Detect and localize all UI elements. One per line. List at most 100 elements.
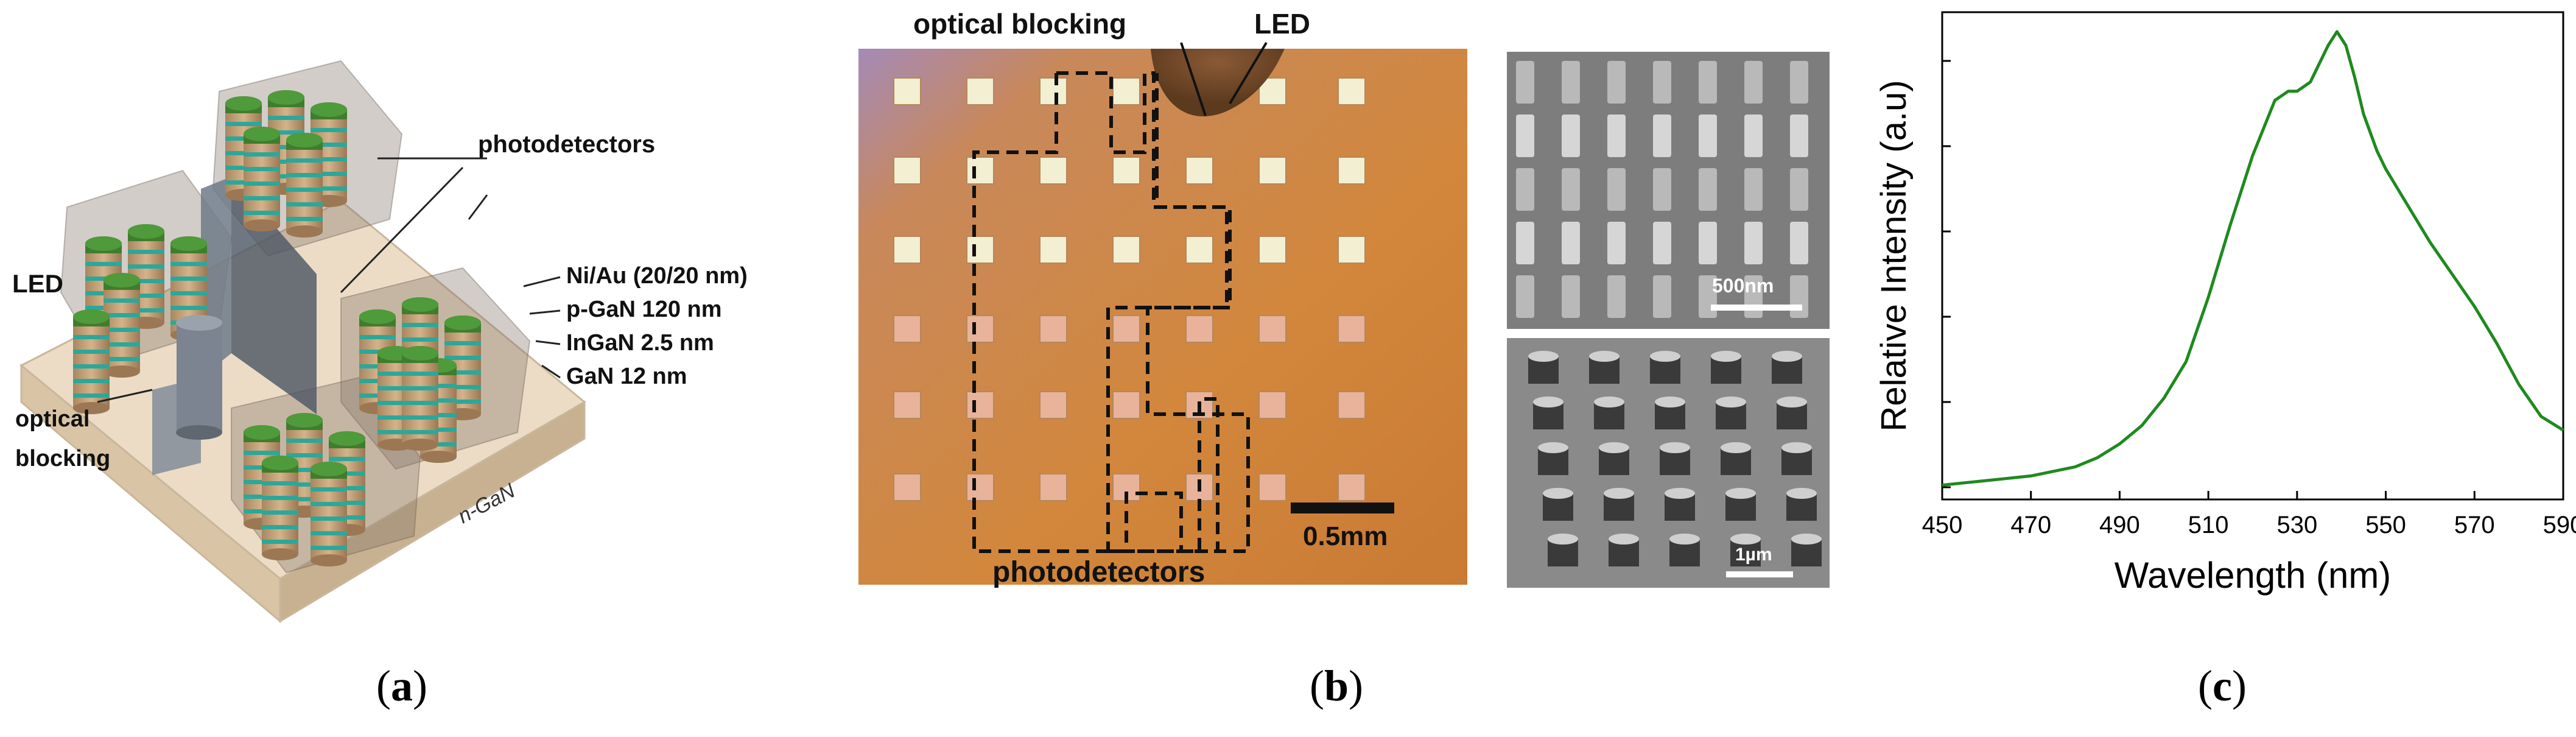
sem-nanowire (1699, 222, 1717, 264)
contact-pad (966, 391, 994, 419)
x-axis-label: Wavelength (nm) (2114, 555, 2392, 596)
contact-pad (1338, 473, 1366, 501)
contact-pad (1338, 157, 1366, 185)
contact-pad (893, 77, 921, 105)
contact-pad (1039, 391, 1067, 419)
scale-bar-main (1291, 503, 1394, 513)
contact-pad (966, 236, 994, 264)
sem-nanowire (1607, 222, 1626, 264)
sem-nanowire (1516, 61, 1534, 104)
sem-nanowire (1790, 222, 1808, 264)
leader-lines (97, 157, 561, 403)
contact-pad (1258, 157, 1286, 185)
caption-c: (c) (2198, 661, 2247, 710)
nanowire-pillars (73, 90, 481, 566)
sem-nanowire (1562, 168, 1580, 211)
sem-nanowire (1516, 222, 1534, 264)
x-tick-label: 590 (2543, 512, 2576, 538)
sem-nanowire (1653, 115, 1671, 157)
nanowire-pillar (311, 462, 347, 566)
contact-pad (1338, 391, 1366, 419)
blocking-label-a: blocking (15, 446, 110, 471)
ingan-label: InGaN 2.5 nm (566, 330, 714, 356)
contact-pad (1039, 236, 1067, 264)
photodetector-region-outline (972, 73, 1250, 553)
nanowire-pillar (244, 127, 280, 231)
contact-pad (893, 315, 921, 343)
led-label-b: LED (1254, 8, 1310, 40)
contact-pad (1039, 157, 1067, 185)
contact-pad (893, 236, 921, 264)
contact-pad (966, 157, 994, 185)
optical-micrograph: 0.5mm (858, 49, 1467, 585)
sem-nanowire (1744, 222, 1763, 264)
led-probe-tip (1151, 49, 1285, 117)
optical-blocking-outline (1056, 71, 1229, 553)
nanowire-pillar (73, 309, 110, 414)
x-tick-label: 530 (2276, 512, 2317, 538)
contact-pad (966, 315, 994, 343)
sem-nanowire (1562, 61, 1580, 104)
x-axis-ticks: 450470490510530550570590 (1922, 491, 2576, 538)
optical-label-a: optical (15, 406, 89, 432)
contact-pad (1112, 236, 1140, 264)
sem-nanowire (1790, 61, 1808, 104)
contact-pad (1039, 315, 1067, 343)
x-tick-label: 570 (2454, 512, 2495, 538)
x-tick-label: 550 (2365, 512, 2406, 538)
contact-pad (1039, 473, 1067, 501)
sem-nanowire (1699, 168, 1717, 211)
contact-pad (1258, 236, 1286, 264)
sem-nanowire (1744, 115, 1763, 157)
caption-a: (a) (376, 661, 427, 710)
y-axis-label: Relative Intensity (a.u) (1874, 80, 1914, 431)
caption-b: (b) (1309, 661, 1363, 710)
sem-nanowire (1516, 168, 1534, 211)
sem-nanowire (1744, 61, 1763, 104)
ni-au-label: Ni/Au (20/20 nm) (566, 263, 748, 289)
sem-nanowire (1562, 222, 1580, 264)
x-tick-label: 510 (2188, 512, 2229, 538)
sem-nanowire (1790, 275, 1808, 318)
nanowire-pillar (262, 456, 298, 560)
panel-b-micrographs: 0.5mm optical blocking LED photodetector… (858, 8, 1830, 588)
photodetectors-label-b: photodetectors (992, 556, 1205, 588)
photodetectors-label-a: photodetectors (478, 131, 655, 158)
sem-nanowire (1699, 61, 1717, 104)
sem-nanowire (1653, 168, 1671, 211)
sem-image-bottom: 1µm (1507, 338, 1830, 588)
sem-nanowire (1607, 168, 1626, 211)
sem-nanowire (1653, 275, 1671, 318)
contact-pad (1039, 77, 1067, 105)
contact-pad (1112, 77, 1140, 105)
nanowire-pillar (286, 133, 323, 238)
scale-label-main: 0.5mm (1303, 521, 1388, 551)
contact-pad (1338, 315, 1366, 343)
scale-label-1um: 1µm (1735, 545, 1772, 565)
spectrum-series-line (1942, 30, 2564, 487)
x-tick-label: 450 (1922, 512, 1963, 538)
contact-pad (1112, 391, 1140, 419)
panel-a-schematic: photodetectors Ni/Au (20/20 nm) p-GaN 12… (12, 60, 748, 624)
sem-nanowire (1653, 61, 1671, 104)
contact-pad (1338, 77, 1366, 105)
contact-pad (1258, 473, 1286, 501)
optical-blocking-label-b: optical blocking (913, 8, 1126, 40)
x-tick-label: 490 (2099, 512, 2140, 538)
contact-pad (966, 77, 994, 105)
sem-nanowire (1699, 115, 1717, 157)
sem-nanowire (1790, 115, 1808, 157)
contact-pad (1185, 157, 1213, 185)
sem-nanowire (1607, 61, 1626, 104)
contact-pad (1185, 315, 1213, 343)
contact-pad (1338, 236, 1366, 264)
gan-label: GaN 12 nm (566, 364, 687, 389)
sem-nanowire (1607, 275, 1626, 318)
sem-nanowire (1562, 275, 1580, 318)
led-label-a: LED (12, 269, 63, 298)
sem-nanowire (1744, 168, 1763, 211)
sem-nanowire (1516, 115, 1534, 157)
contact-pad (1258, 391, 1286, 419)
sem-nanowire (1790, 168, 1808, 211)
contact-pad (966, 473, 994, 501)
